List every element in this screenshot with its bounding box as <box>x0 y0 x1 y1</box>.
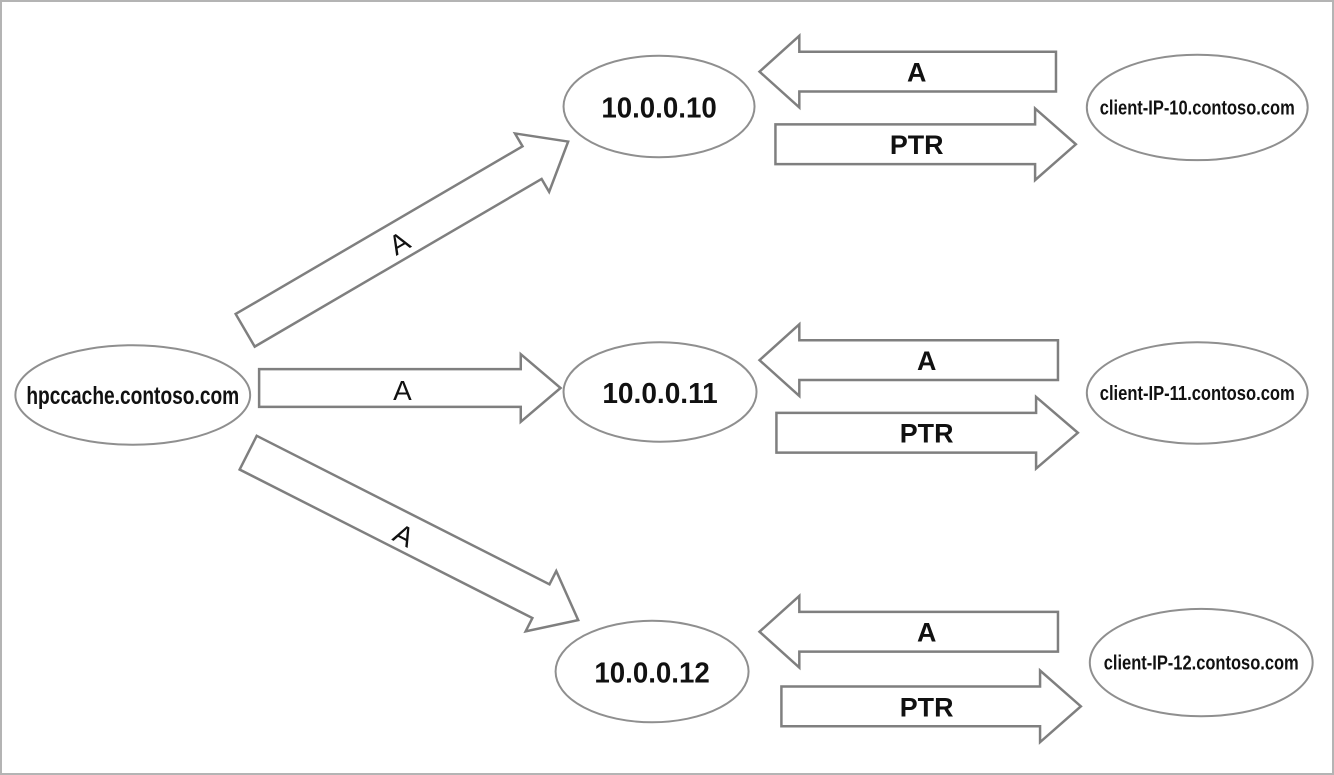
node-ellipse <box>554 619 750 724</box>
reverse-a-arrow-row2: A <box>757 321 1060 399</box>
ip-node-row1: 10.0.0.10 <box>562 54 756 159</box>
block-arrow-right <box>257 351 563 425</box>
ip-node-row2: 10.0.0.11 <box>562 341 758 443</box>
node-ellipse <box>1085 53 1309 162</box>
arrow-label: PTR <box>890 130 944 160</box>
block-arrow-right <box>774 105 1078 183</box>
node-label: client-IP-11.contoso.com <box>1100 383 1295 405</box>
a-record-arrow-source-to-ip11: A <box>257 351 563 425</box>
block-arrow-left <box>757 593 1060 671</box>
arrow-label: PTR <box>900 419 954 449</box>
node-label: client-IP-12.contoso.com <box>1104 653 1299 675</box>
arrow-label: A <box>917 346 936 376</box>
ip-node-row3: 10.0.0.12 <box>554 619 750 724</box>
ptr-arrow-row2: PTR <box>775 394 1080 472</box>
ptr-arrow-row3: PTR <box>780 667 1083 745</box>
source-node-hpccache: hpccache.contoso.com <box>14 344 252 446</box>
block-arrow-left <box>757 33 1058 111</box>
node-ellipse <box>1085 341 1309 445</box>
arrow-label: A <box>907 58 926 88</box>
arrow-label: PTR <box>900 692 954 722</box>
node-label: 10.0.0.11 <box>602 378 717 410</box>
ptr-arrow-row1: PTR <box>774 105 1078 183</box>
reverse-a-arrow-row1: A <box>757 33 1058 111</box>
client-node-row3: client-IP-12.contoso.com <box>1088 607 1314 718</box>
reverse-a-arrow-row3: A <box>757 593 1060 671</box>
node-label: 10.0.0.10 <box>601 92 716 124</box>
block-arrow-left <box>757 321 1060 399</box>
node-ellipse <box>562 341 758 443</box>
node-ellipse <box>14 344 252 446</box>
a-record-arrow-source-to-ip10: A <box>233 131 570 349</box>
block-arrow-down-right <box>237 434 580 634</box>
client-node-row1: client-IP-10.contoso.com <box>1085 53 1309 162</box>
node-ellipse <box>562 54 756 159</box>
arrow-label: A <box>917 618 936 648</box>
arrow-label: A <box>393 375 412 406</box>
node-label: hpccache.contoso.com <box>26 382 239 410</box>
client-node-row2: client-IP-11.contoso.com <box>1085 341 1309 445</box>
block-arrow-up-right <box>233 131 570 349</box>
block-arrow-right <box>775 394 1080 472</box>
block-arrow-right <box>780 667 1083 745</box>
a-record-arrow-source-to-ip12: A <box>237 434 580 634</box>
node-ellipse <box>1088 607 1314 718</box>
node-label: 10.0.0.12 <box>594 657 709 689</box>
node-label: client-IP-10.contoso.com <box>1100 97 1295 119</box>
